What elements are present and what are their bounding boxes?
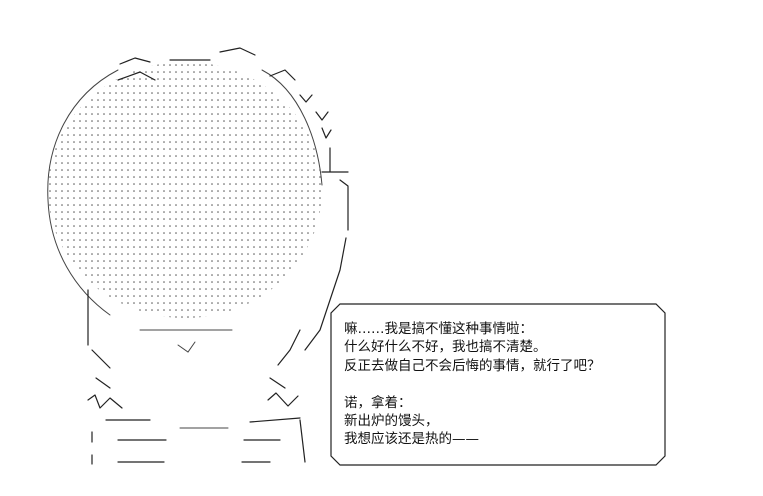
right-limb — [269, 69, 349, 351]
speech-line-4 — [344, 375, 654, 393]
top-tuft — [117, 47, 256, 81]
speech-line-3: 反正去做自己不会后悔的事情，就行了吧？ — [344, 357, 601, 374]
body-outline-left — [47, 69, 119, 316]
speech-bubble: 嘛……我是搞不懂这种事情啦： 什么好什么不好，我也搞不清楚。 反正去做自己不会后… — [330, 303, 666, 466]
left-leg — [87, 289, 167, 465]
speech-line-2: 什么好什么不好，我也搞不清楚。 — [344, 339, 547, 356]
speech-text: 嘛……我是搞不懂这种事情啦： 什么好什么不好，我也搞不清楚。 反正去做自己不会后… — [344, 320, 654, 449]
speech-line-7: 我想应该还是热的—— — [344, 431, 479, 448]
speech-bubble-outline — [330, 303, 666, 466]
speech-line-1: 嘛……我是搞不懂这种事情啦： — [344, 321, 533, 337]
mouth — [139, 329, 233, 353]
dotted-body — [48, 62, 322, 318]
speech-line-5: 诺，拿着： — [344, 394, 412, 411]
right-leg — [241, 329, 306, 463]
body-outline-right — [261, 69, 323, 186]
speech-line-6: 新出炉的馒头， — [344, 412, 439, 429]
